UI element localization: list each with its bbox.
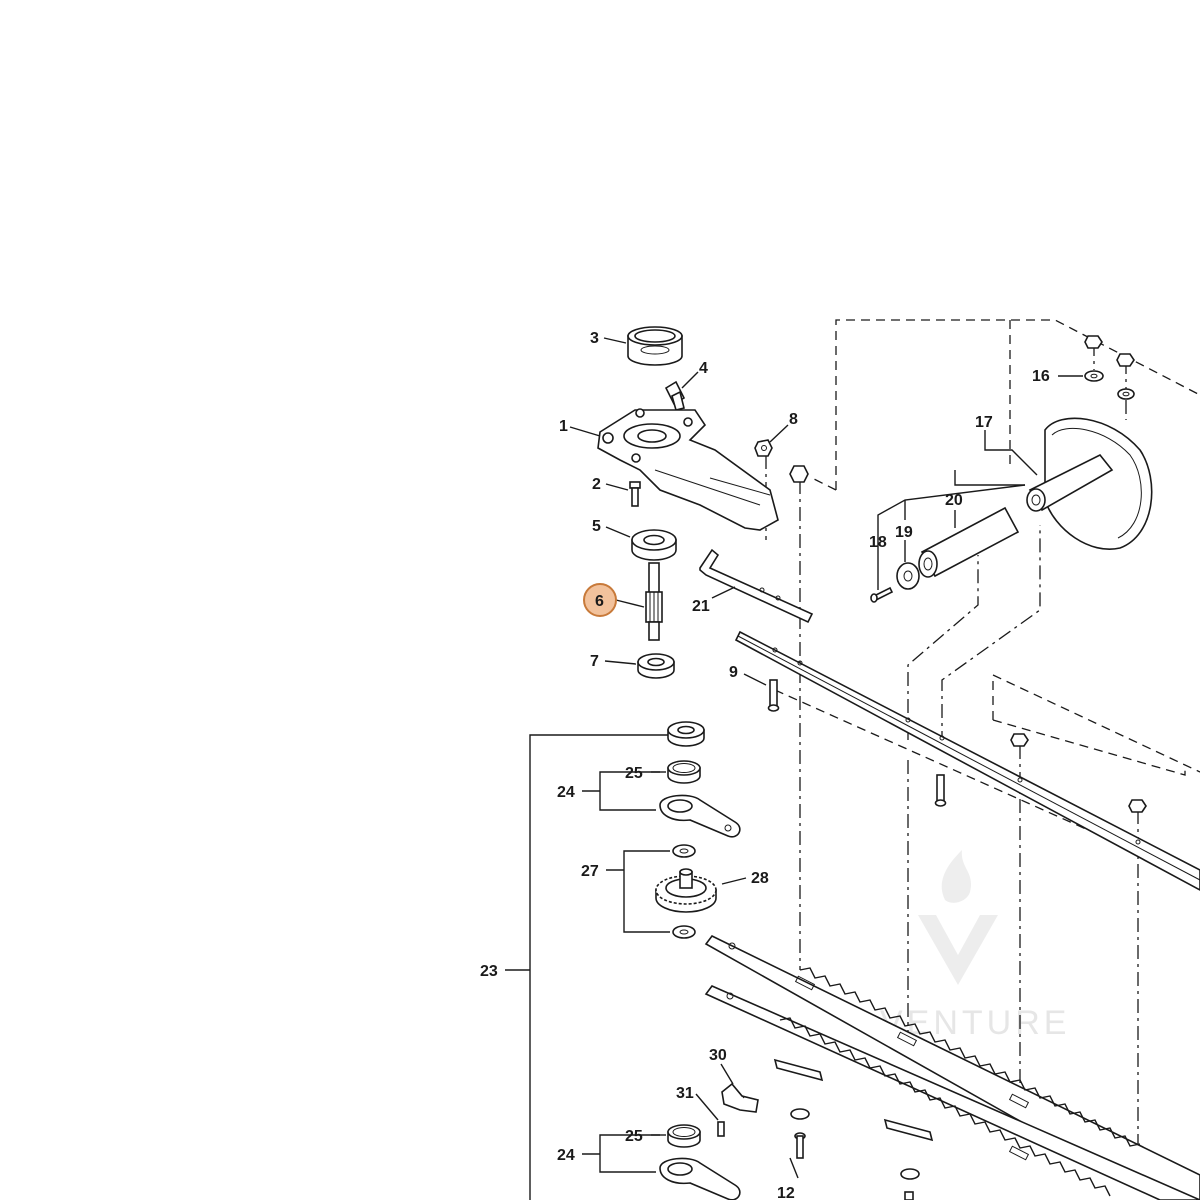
part-spacer-b [883,1118,934,1142]
callout-labels: 3 4 1 8 2 5 6 21 7 9 16 17 20 19 18 25 2… [480,330,1050,1200]
callout-21[interactable]: 21 [692,598,710,615]
part-ring-25a [667,760,701,784]
part-washer-27b [672,925,696,939]
callout-24-upper[interactable]: 24 [557,784,575,801]
part-bolt-9 [767,679,780,712]
callout-6[interactable]: 6 [595,593,604,610]
callout-8[interactable]: 8 [789,411,798,428]
callout-5[interactable]: 5 [592,518,601,535]
part-connecting-rod-b [659,1157,741,1200]
part-screw-2 [629,481,641,507]
part-grease-nipple [664,380,686,411]
leader-lines [569,337,1083,1179]
part-nut-8 [754,439,773,457]
part-nut-right-b [1128,799,1147,813]
callout-25-upper[interactable]: 25 [625,765,643,782]
part-guide-bar [734,630,1200,891]
part-clip [721,1082,759,1113]
part-hand-guard [1026,417,1153,550]
callout-3[interactable]: 3 [590,330,599,347]
part-wrench [699,548,814,624]
callout-2[interactable]: 2 [592,476,601,493]
callout-18[interactable]: 18 [869,534,887,551]
part-washer-12b [900,1168,920,1180]
watermark: VENTURE [880,850,1066,1042]
part-blade-upper [704,934,1200,1200]
part-ring-25b [667,1124,701,1148]
part-washer-27a [672,844,696,858]
part-nut-right-a [1010,733,1029,747]
part-bolt-9b [934,774,947,807]
callout-highlight-6[interactable] [583,583,617,617]
callout-19[interactable]: 19 [895,524,913,541]
callout-7[interactable]: 7 [590,653,599,670]
callout-9[interactable]: 9 [729,664,738,681]
callout-1[interactable]: 1 [559,418,568,435]
callout-4[interactable]: 4 [699,360,708,377]
callout-31[interactable]: 31 [676,1085,694,1102]
part-washer-12a [790,1108,810,1120]
part-spacer-a [773,1058,824,1082]
part-nuts-washers-16 [1084,335,1135,400]
part-pinion-shaft [645,562,663,641]
callout-28[interactable]: 28 [751,870,769,887]
part-ball-bearing-5 [631,529,677,561]
part-screw-18 [870,586,894,603]
part-bolt-12b [904,1191,914,1200]
part-cup [627,326,683,366]
part-gear [655,868,717,913]
callout-25-lower[interactable]: 25 [625,1128,643,1145]
part-nut-top-left [789,465,809,483]
callout-24-lower[interactable]: 24 [557,1147,575,1164]
part-ball-bearing-23 [667,721,705,747]
part-connecting-rod-a [659,794,741,838]
part-washer-19 [896,562,920,590]
callout-17[interactable]: 17 [975,414,993,431]
part-ball-bearing-7 [637,653,675,679]
callout-27[interactable]: 27 [581,863,599,880]
callout-16[interactable]: 16 [1032,368,1050,385]
part-bolt-12 [794,1132,806,1159]
part-gear-housing [597,408,779,531]
callout-12[interactable]: 12 [777,1185,795,1200]
callout-23[interactable]: 23 [480,963,498,980]
callout-30[interactable]: 30 [709,1047,727,1064]
part-tube [918,506,1020,578]
part-blade-lower [704,985,1200,1200]
part-screw-31 [717,1121,725,1137]
group-bracket-23 [505,734,670,1200]
callout-20[interactable]: 20 [945,492,963,509]
